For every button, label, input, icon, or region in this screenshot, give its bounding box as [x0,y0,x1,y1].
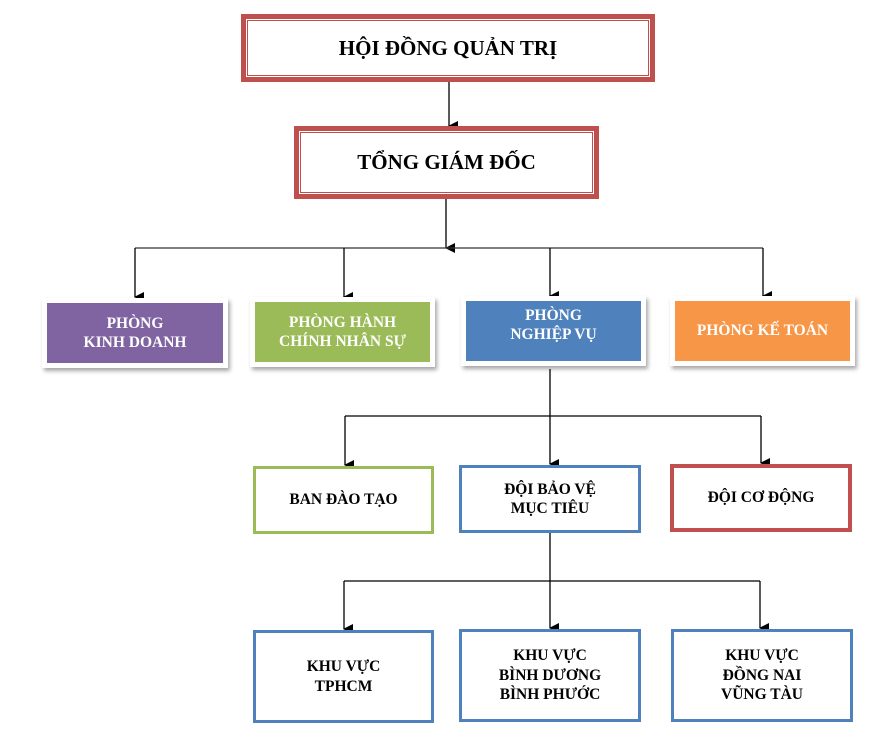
node-sales: PHÒNG KINH DOANH [42,298,228,368]
node-region-bd-bp-label: KHU VỰC BÌNH DƯƠNG BÌNH PHƯỚC [498,647,602,704]
node-region-dn-vt-label: KHU VỰC ĐỒNG NAI VŨNG TÀU [721,647,803,704]
node-hr-label: PHÒNG HÀNH CHÍNH NHÂN SỰ [279,313,406,350]
node-accounting: PHÒNG KẾ TOÁN [670,296,855,366]
node-mobile-team-label: ĐỘI CƠ ĐỘNG [707,489,815,507]
node-hr: PHÒNG HÀNH CHÍNH NHÂN SỰ [250,297,435,367]
node-ceo-label: TỔNG GIÁM ĐỐC [357,150,536,175]
node-sales-label: PHÒNG KINH DOANH [83,314,187,351]
node-board-label: HỘI ĐỒNG QUẢN TRỊ [338,35,558,60]
node-region-hcm-label: KHU VỰC TPHCM [306,658,381,695]
node-region-dn-vt: KHU VỰC ĐỒNG NAI VŨNG TÀU [671,629,853,722]
node-security-team-label: ĐỘI BẢO VỆ MỤC TIÊU [504,480,596,517]
node-board: HỘI ĐỒNG QUẢN TRỊ [241,14,655,82]
node-accounting-label: PHÒNG KẾ TOÁN [696,322,829,340]
node-region-bd-bp: KHU VỰC BÌNH DƯƠNG BÌNH PHƯỚC [459,629,641,722]
node-operations-label: PHÒNG NGHIỆP VỤ [510,307,597,344]
node-region-hcm: KHU VỰC TPHCM [253,630,434,723]
node-training-label: BAN ĐÀO TẠO [289,491,398,509]
node-ceo: TỔNG GIÁM ĐỐC [294,126,599,199]
node-security-team: ĐỘI BẢO VỆ MỤC TIÊU [459,465,641,533]
node-training: BAN ĐÀO TẠO [253,466,434,534]
node-mobile-team: ĐỘI CƠ ĐỘNG [670,464,852,532]
node-operations: PHÒNG NGHIỆP VỤ [461,296,646,366]
